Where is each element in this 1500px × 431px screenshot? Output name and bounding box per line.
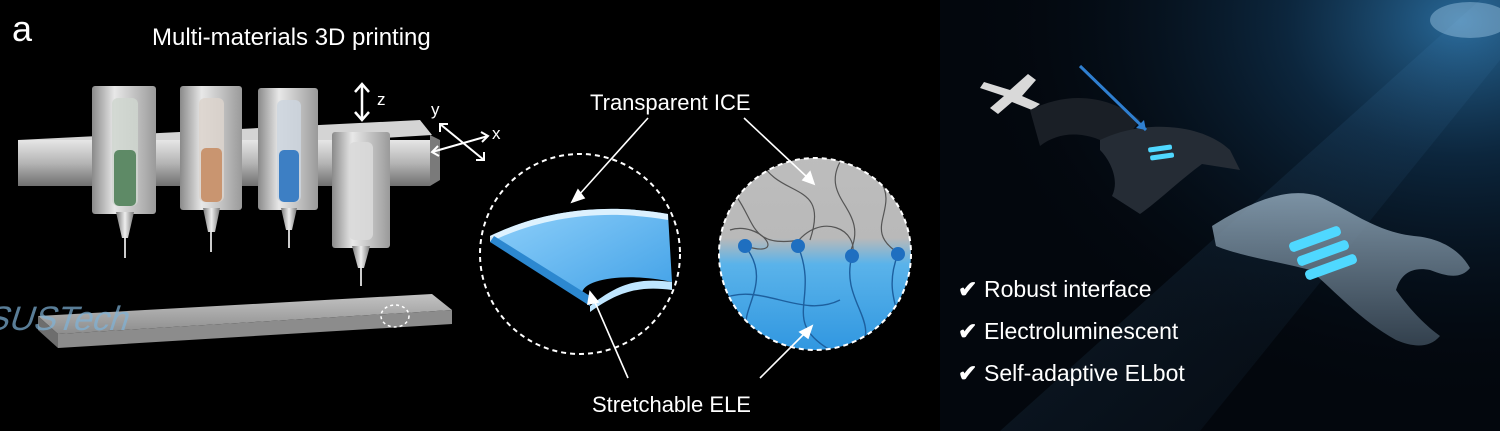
glass-slide: SUSTech bbox=[0, 294, 452, 348]
panel-b: b bbox=[940, 0, 1500, 431]
print-head-green bbox=[92, 86, 156, 258]
check-icon: ✔ bbox=[958, 318, 978, 344]
feature-text: Robust interface bbox=[984, 276, 1152, 302]
elbot-mid bbox=[1030, 64, 1240, 214]
panel-letter-a: a bbox=[12, 8, 33, 49]
check-icon: ✔ bbox=[958, 360, 978, 386]
xy-axis-arrows bbox=[430, 123, 490, 161]
feature-item: ✔ Robust interface bbox=[958, 268, 1185, 310]
printing-illustration: SUSTech bbox=[0, 82, 912, 379]
label-transparent-ice: Transparent ICE bbox=[590, 90, 751, 115]
panel-a: a Multi-materials 3D printing bbox=[0, 8, 912, 417]
print-head-clear bbox=[332, 132, 390, 286]
elbot-large bbox=[1212, 193, 1470, 346]
feature-list: ✔ Robust interface ✔ Electroluminescent … bbox=[958, 268, 1185, 394]
y-axis-label: y bbox=[431, 100, 440, 119]
z-axis-arrow bbox=[354, 82, 370, 122]
x-axis-label: x bbox=[492, 124, 501, 143]
elbot-illustration bbox=[940, 0, 1500, 431]
label-pointers bbox=[570, 117, 816, 379]
feature-text: Electroluminescent bbox=[984, 318, 1179, 344]
elbot-small bbox=[980, 74, 1040, 114]
panel-a-title: Multi-materials 3D printing bbox=[152, 24, 431, 51]
feature-item: ✔ Self-adaptive ELbot bbox=[958, 352, 1185, 394]
zoom-circle-network bbox=[718, 157, 912, 351]
check-icon: ✔ bbox=[958, 276, 978, 302]
zoom-circle-layers bbox=[479, 153, 681, 355]
feature-text: Self-adaptive ELbot bbox=[984, 360, 1185, 386]
label-stretchable-ele: Stretchable ELE bbox=[592, 392, 751, 417]
print-head-orange bbox=[180, 86, 242, 252]
z-axis-label: z bbox=[377, 90, 386, 109]
feature-item: ✔ Electroluminescent bbox=[958, 310, 1185, 352]
print-head-blue bbox=[258, 88, 318, 248]
slide-text: SUSTech bbox=[0, 300, 136, 338]
